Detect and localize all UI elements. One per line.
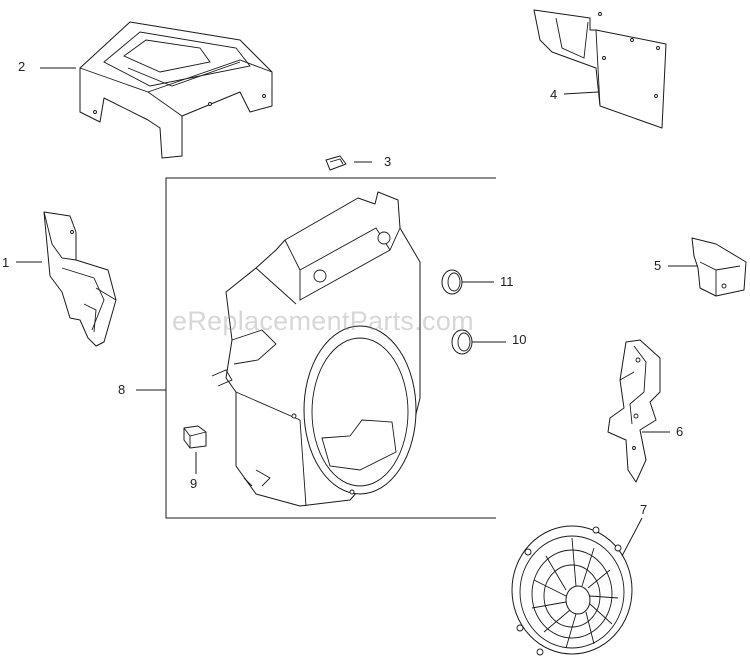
callout-7: 7 — [640, 502, 648, 517]
callout-5: 5 — [654, 258, 662, 273]
callout-9: 9 — [190, 476, 198, 491]
part-3-clip — [325, 155, 347, 171]
part-5-bracket — [691, 237, 747, 297]
callout-1: 1 — [2, 255, 10, 270]
part-11-plug — [441, 269, 463, 295]
callout-10: 10 — [512, 332, 527, 347]
callout-2: 2 — [18, 59, 26, 74]
callout-8: 8 — [118, 382, 126, 397]
callout-6: 6 — [676, 424, 684, 439]
part-1-baffle — [43, 211, 117, 347]
callout-11: 11 — [500, 274, 514, 289]
part-6-bracket — [607, 339, 661, 483]
part-9-block — [183, 425, 207, 449]
leader-lines — [16, 67, 698, 557]
part-2-shroud — [79, 21, 273, 159]
part-8-blower-housing — [211, 191, 421, 507]
part-8-bracket — [165, 177, 496, 519]
callout-4: 4 — [550, 87, 558, 102]
part-7-fan-grille — [511, 525, 633, 656]
part-4-side-shroud — [533, 9, 667, 129]
callout-3: 3 — [384, 154, 392, 169]
watermark: eReplacementParts.com — [172, 306, 474, 336]
